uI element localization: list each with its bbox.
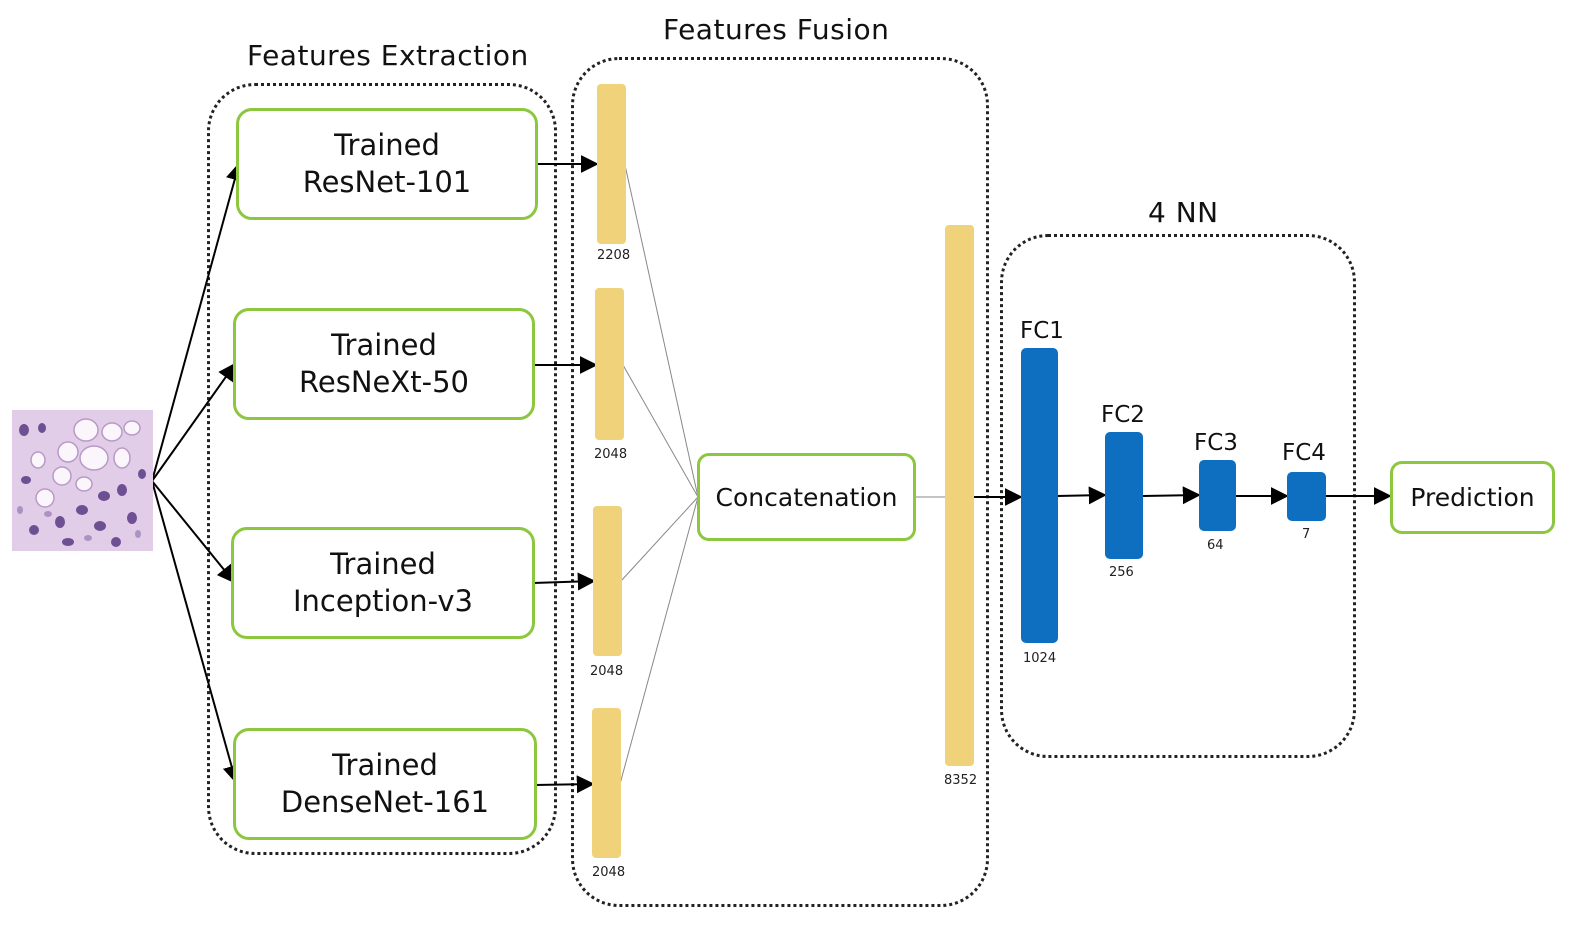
model-label-line2: Inception-v3 (293, 584, 473, 618)
tissue-texture-icon (12, 410, 153, 551)
fc4-label: FC4 (1282, 440, 1326, 466)
model-label-line2: DenseNet-161 (280, 785, 490, 819)
arrow-fc1-to-fc2 (1056, 486, 1107, 505)
arrow-densenet-to-feature (534, 775, 595, 794)
fc2-label: FC2 (1101, 402, 1145, 428)
arrow-fc2-to-fc3 (1141, 486, 1201, 505)
arrow-image-to-inception (151, 480, 236, 584)
feature-vector-resnext (595, 288, 624, 440)
model-label-line1: Trained (331, 328, 437, 362)
model-box-resnext-50: Trained ResNeXt-50 (233, 308, 535, 420)
concatenated-dimension-label: 8352 (944, 773, 978, 788)
concatenation-label: Concatenation (715, 482, 898, 512)
fc1-layer (1021, 348, 1058, 643)
model-label-line1: Trained (330, 547, 436, 581)
fc1-units: 1024 (1023, 651, 1057, 666)
fc2-units: 256 (1109, 565, 1134, 580)
histology-image (12, 410, 153, 551)
arrow-inception-to-feature (532, 572, 596, 591)
fc2-layer (1105, 432, 1143, 559)
model-label-line2: ResNet-101 (302, 165, 472, 199)
feature-vector-inception (593, 506, 622, 656)
fc3-label: FC3 (1194, 430, 1238, 456)
fc1-label: FC1 (1020, 318, 1064, 344)
feature-vector-resnet (597, 84, 626, 244)
model-box-resnet-101: Trained ResNet-101 (236, 108, 538, 220)
concatenated-vector (945, 225, 974, 766)
fc4-units: 7 (1302, 527, 1311, 542)
link-feature1-to-concat (624, 164, 699, 498)
features-fusion-title: Features Fusion (663, 13, 890, 46)
concatenation-box: Concatenation (697, 453, 916, 541)
model-label-line1: Trained (332, 748, 438, 782)
arrow-image-to-resnext (151, 362, 237, 482)
model-box-inception-v3: Trained Inception-v3 (231, 527, 535, 639)
features-extraction-group (207, 83, 557, 855)
fc3-units: 64 (1207, 538, 1224, 553)
model-label-line1: Trained (334, 128, 440, 162)
prediction-box: Prediction (1390, 461, 1555, 534)
features-fusion-group (571, 57, 989, 907)
features-extraction-title: Features Extraction (247, 39, 529, 72)
model-label-line2: ResNeXt-50 (299, 365, 469, 399)
link-feature2-to-concat (622, 364, 699, 498)
nn-title: 4 NN (1148, 196, 1219, 229)
feature-dimension-label: 2048 (592, 865, 626, 880)
arrow-image-to-resnet (151, 162, 244, 482)
prediction-label: Prediction (1410, 483, 1535, 512)
link-feature4-to-concat (619, 496, 699, 785)
feature-dimension-label: 2048 (590, 664, 624, 679)
feature-vector-densenet (592, 708, 621, 858)
link-feature3-to-concat (620, 496, 699, 582)
feature-dimension-label: 2048 (594, 447, 628, 462)
feature-dimension-label: 2208 (597, 248, 631, 263)
arrow-image-to-densenet (151, 480, 241, 784)
fc3-layer (1199, 460, 1236, 531)
model-box-densenet-161: Trained DenseNet-161 (233, 728, 537, 840)
fc4-layer (1287, 472, 1326, 521)
